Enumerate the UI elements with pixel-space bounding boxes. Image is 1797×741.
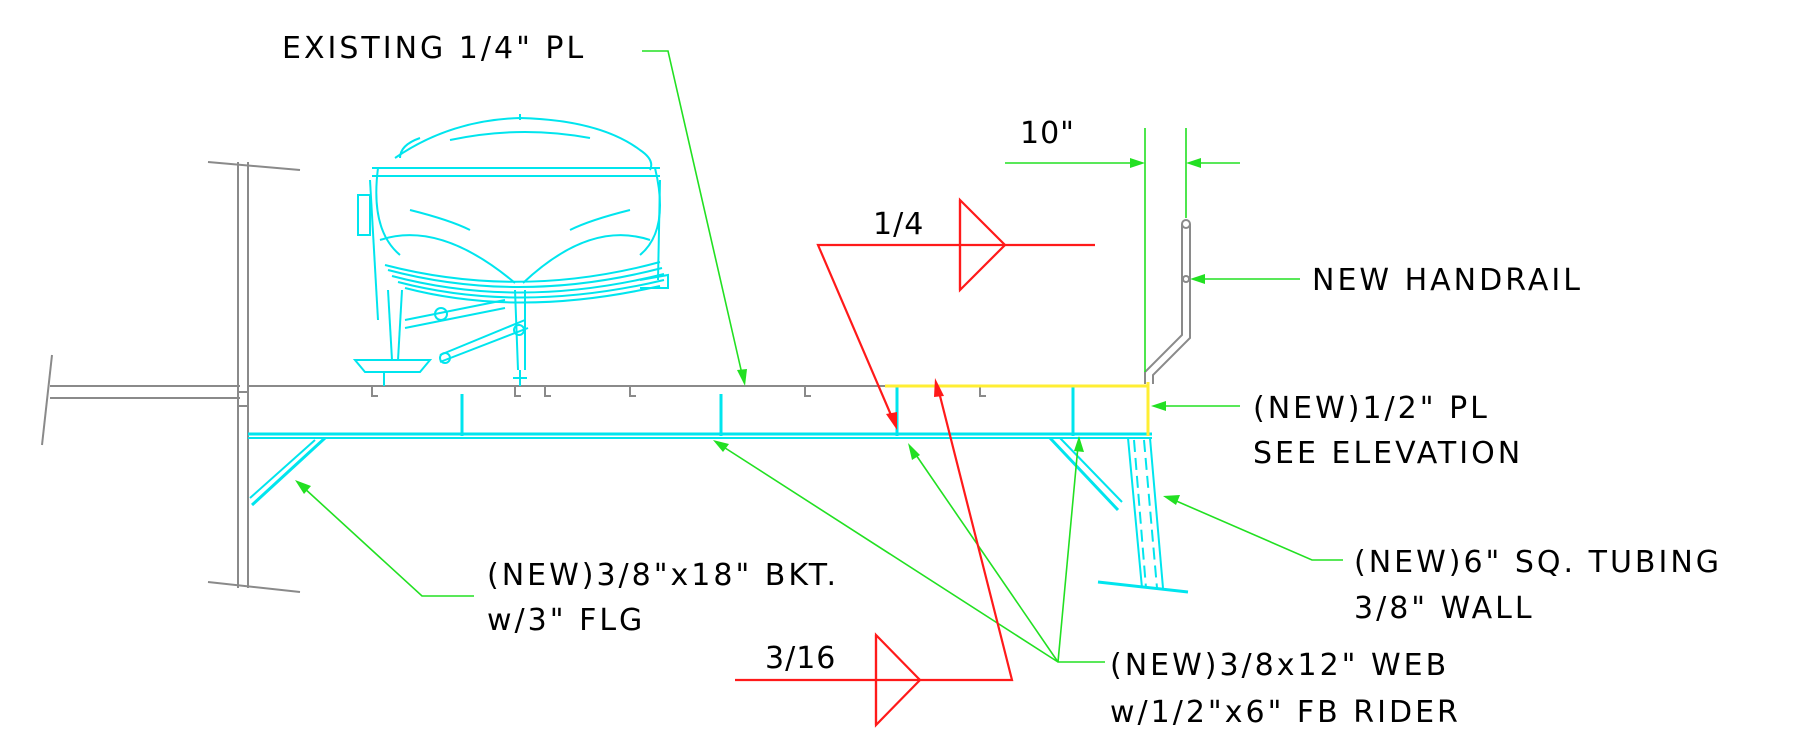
label-bracket-line1: (NEW)3/8"x18" BKT.: [487, 558, 839, 593]
label-new-plate-line2: SEE ELEVATION: [1253, 436, 1523, 471]
weld-symbol-upper: 1/4: [816, 197, 1095, 430]
dimension-10-label: 10": [1020, 116, 1075, 151]
leader-lines: [295, 50, 1343, 663]
dimension-10: 10": [1005, 116, 1240, 372]
weld-size-upper: 1/4: [873, 207, 924, 242]
label-web-line1: (NEW)3/8x12" WEB: [1110, 648, 1449, 683]
handrail: [1144, 219, 1191, 384]
new-framing: [248, 386, 1189, 594]
boat-on-cradle: [352, 114, 669, 386]
label-new-plate-line1: (NEW)1/2" PL: [1253, 391, 1490, 426]
label-existing-plate: EXISTING 1/4" PL: [282, 31, 586, 66]
new-plate: [885, 382, 1150, 436]
existing-structure: [41, 161, 986, 593]
weld-symbol-lower: 3/16: [735, 378, 1014, 728]
label-tubing-line2: 3/8" WALL: [1354, 591, 1535, 626]
label-tubing-line1: (NEW)6" SQ. TUBING: [1354, 545, 1722, 580]
label-web-line2: w/1/2"x6" FB RIDER: [1110, 695, 1461, 730]
weld-size-lower: 3/16: [765, 641, 836, 676]
label-new-handrail: NEW HANDRAIL: [1312, 263, 1583, 298]
label-bracket-line2: w/3" FLG: [487, 603, 645, 638]
